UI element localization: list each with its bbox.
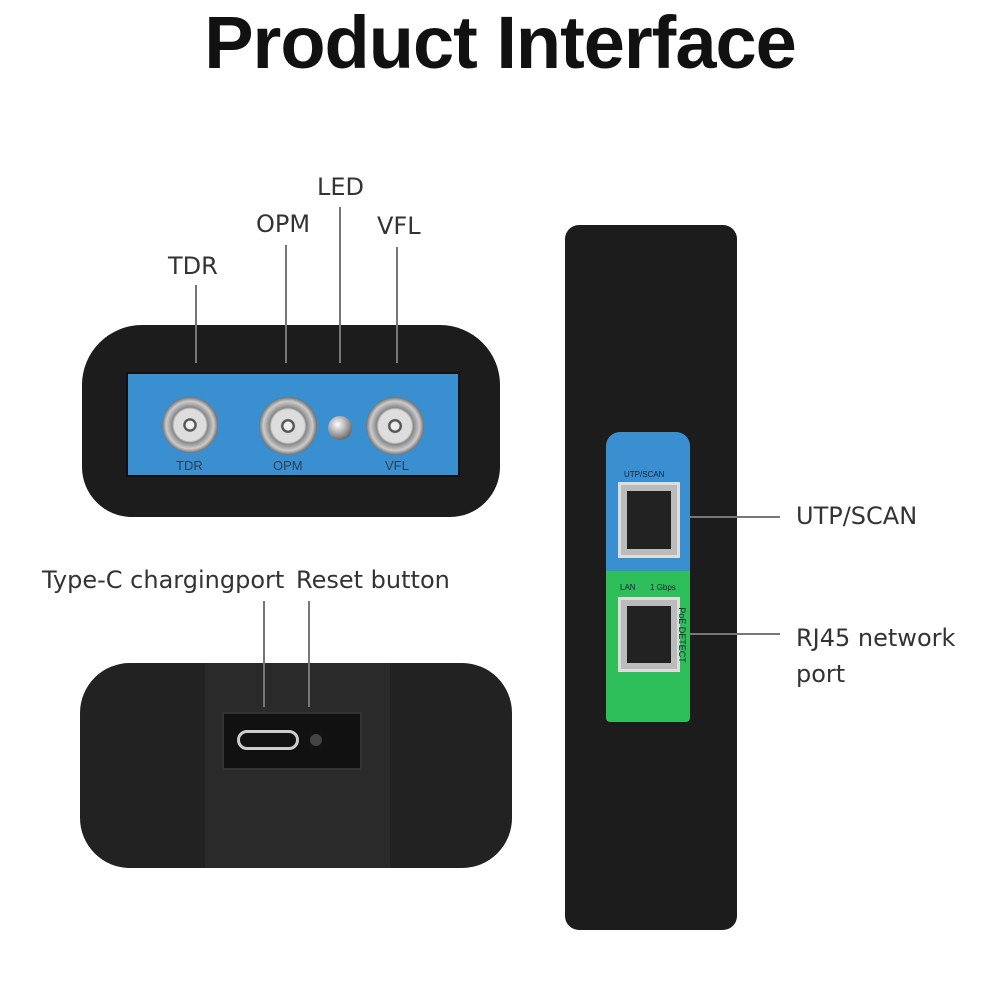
vfl-panel-label: VFL <box>385 458 409 473</box>
utp-scan-panel-label: UTP/SCAN <box>624 470 665 479</box>
utp-scan-leader <box>690 516 780 518</box>
rj45-leader <box>690 633 780 635</box>
vfl-callout: VFL <box>377 212 421 240</box>
poe-panel-label: PoE DETECT <box>676 607 687 663</box>
tdr-callout: TDR <box>168 252 218 280</box>
tdr-leader <box>195 285 197 363</box>
vfl-leader <box>396 247 398 363</box>
opm-callout: OPM <box>256 210 311 238</box>
port-panel <box>606 432 690 722</box>
tdr-connector <box>162 397 218 453</box>
type-c-port <box>237 730 299 750</box>
rj45-port <box>618 597 680 672</box>
type-c-leader <box>263 601 265 707</box>
speed-panel-label: 1 Gbps <box>650 583 676 592</box>
reset-button <box>310 734 322 746</box>
reset-callout: Reset button <box>296 566 450 594</box>
vfl-connector <box>366 397 424 455</box>
rj45-callout-line1: RJ45 network <box>796 624 956 652</box>
lan-panel-label: LAN <box>620 583 636 592</box>
rj45-callout: RJ45 network port <box>796 620 955 692</box>
opm-connector <box>259 397 317 455</box>
page-title: Product Interface <box>204 1 797 84</box>
utp-scan-port <box>618 482 680 558</box>
type-c-callout: Type-C chargingport <box>42 566 285 594</box>
led-indicator <box>328 416 352 440</box>
opm-panel-label: OPM <box>273 458 303 473</box>
tdr-panel-label: TDR <box>176 458 203 473</box>
reset-leader <box>308 601 310 707</box>
led-callout: LED <box>317 173 365 201</box>
rj45-callout-line2: port <box>796 660 846 688</box>
utp-scan-callout: UTP/SCAN <box>796 502 918 530</box>
led-leader <box>339 207 341 363</box>
opm-leader <box>285 245 287 363</box>
